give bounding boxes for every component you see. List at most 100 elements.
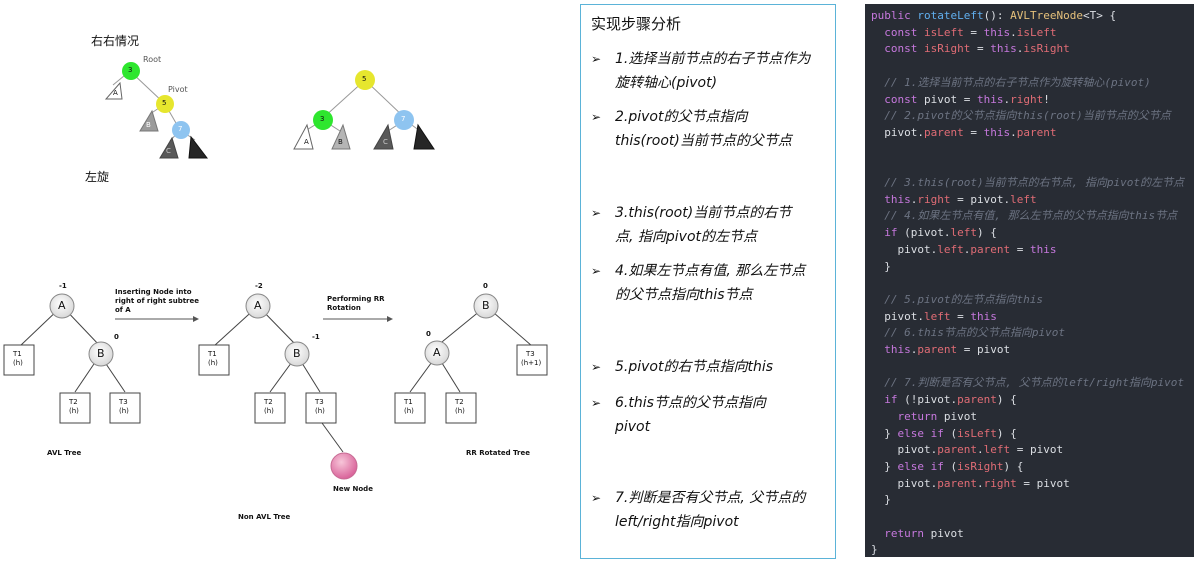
- insert-text-2: right of right subtree: [115, 297, 200, 305]
- avl-t2-h: (h): [69, 407, 79, 415]
- code-line: // 1.选择当前节点的右子节点作为旋转轴心(pivot): [871, 75, 1151, 89]
- insert-text-1: Inserting Node into: [115, 288, 192, 296]
- code-line: if (!pivot.parent) {: [884, 393, 1017, 407]
- code-line: return pivot: [884, 526, 964, 540]
- code-line: // 6.this节点的父节点指向pivot: [871, 326, 1065, 340]
- rot-node-b: B: [482, 299, 490, 312]
- code-line: this.right = pivot.left: [884, 192, 1037, 206]
- step-line-2: 旋转轴心(pivot): [615, 75, 718, 91]
- avl-t2: T2: [69, 398, 78, 406]
- code-line: pivot.parent.left = pivot: [871, 443, 1064, 457]
- root-label: Root: [143, 55, 162, 64]
- rotation-text-2: Rotation: [327, 304, 361, 312]
- non-avl-t3: T3: [315, 398, 324, 406]
- arrow-bullet-icon: ➢: [591, 360, 602, 374]
- non-avl-tree: [198, 293, 358, 480]
- node-5-label: 5: [162, 99, 167, 107]
- node-3-label: 3: [128, 66, 133, 74]
- non-avl-t2: T2: [264, 398, 273, 406]
- arrow-bullet-icon: ➢: [591, 52, 602, 66]
- subtree-b-triangle: [139, 109, 159, 132]
- subtree-c-triangle: [159, 136, 179, 159]
- code-line: pivot.parent.right = pivot: [871, 476, 1070, 490]
- steps-panel: 实现步骤分析 ➢ 1.选择当前节点的右子节点作为 旋转轴心(pivot) ➢ 2…: [580, 4, 836, 559]
- step-line-1: 4.如果左节点有值, 那么左节点: [615, 263, 806, 279]
- code-line: const pivot = this.right!: [884, 92, 1050, 106]
- code-line: return pivot: [897, 409, 978, 423]
- rot-t2: T2: [455, 398, 464, 406]
- subtree-c-label: C: [166, 147, 171, 155]
- node-7-label: 7: [178, 125, 183, 133]
- steps-title: 实现步骤分析: [591, 15, 682, 33]
- step-item: ➢ 2.pivot的父节点指向 this(root)当前节点的父节点: [591, 105, 827, 153]
- avl-bf-b: 0: [114, 333, 119, 341]
- code-line: pivot.left.parent = this: [871, 242, 1057, 256]
- node-5: [156, 95, 174, 113]
- step-item: ➢ 5.pivot的右节点指向this: [591, 355, 827, 379]
- avl-t1-h: (h): [13, 359, 23, 367]
- node-3: [122, 62, 140, 80]
- avl-t3-h: (h): [119, 407, 129, 415]
- rotation-text-1: Performing RR: [327, 295, 385, 303]
- code-line: // 2.pivot的父节点指向this(root)当前节点的父节点: [871, 109, 1171, 123]
- rot-t1: T1: [404, 398, 413, 406]
- arrow-bullet-icon: ➢: [591, 206, 602, 220]
- non-avl-caption: Non AVL Tree: [238, 513, 291, 521]
- non-avl-t1-h: (h): [208, 359, 218, 367]
- rot-t3-h: (h+1): [521, 359, 542, 367]
- rot-t1-h: (h): [404, 407, 414, 415]
- avl-caption: AVL Tree: [47, 449, 82, 457]
- code-line: if (pivot.left) {: [884, 226, 997, 240]
- subtree-d-triangle: [188, 135, 209, 159]
- rr-rotated-tree: [394, 293, 548, 424]
- step-line-2: this(root)当前节点的父节点: [615, 133, 792, 149]
- rot-node-5-label: 5: [362, 75, 367, 83]
- subtree-b-label: B: [146, 121, 151, 129]
- step-item: ➢ 1.选择当前节点的右子节点作为 旋转轴心(pivot): [591, 47, 827, 95]
- step-line-2: 点, 指向pivot的左节点: [615, 229, 758, 245]
- avl-node-b: B: [97, 347, 105, 360]
- step-line-2: 的父节点指向this节点: [615, 287, 753, 303]
- step-item: ➢ 6.this节点的父节点指向 pivot: [591, 391, 827, 439]
- step-line-2: pivot: [615, 419, 651, 435]
- non-avl-t1: T1: [208, 350, 217, 358]
- avl-t1: T1: [13, 350, 22, 358]
- subtree-a-triangle: [104, 81, 123, 100]
- code-line: }: [871, 493, 891, 507]
- rotate-label: 左旋: [85, 170, 110, 184]
- avl-t3: T3: [119, 398, 128, 406]
- code-line: public rotateLeft(): AVLTreeNode<T> {: [871, 9, 1117, 22]
- code-line: }: [871, 543, 878, 557]
- code-line: pivot.parent = this.parent: [871, 125, 1057, 139]
- step-line-1: 3.this(root)当前节点的右节: [615, 205, 792, 221]
- step-line-2: left/right指向pivot: [615, 514, 739, 530]
- rot-node-7-label: 7: [401, 115, 406, 123]
- non-avl-bf-b: -1: [312, 333, 320, 341]
- rot-bf-a: 0: [426, 330, 431, 338]
- new-node-label: New Node: [333, 485, 373, 493]
- tree-diagram-canvas: [3, 62, 548, 480]
- code-editor[interactable]: public rotateLeft(): AVLTreeNode<T> { co…: [865, 4, 1194, 557]
- rotated-tree: [293, 70, 435, 150]
- subtree-a-label: A: [113, 89, 118, 97]
- code-line: // 5.pivot的左节点指向this: [871, 292, 1043, 306]
- avl-node-a: A: [58, 299, 66, 312]
- rot-t3: T3: [526, 350, 535, 358]
- rot-subtree-a-label: A: [304, 138, 309, 146]
- non-avl-t2-h: (h): [264, 407, 274, 415]
- code-line: // 4.如果左节点有值, 那么左节点的父节点指向this节点: [871, 209, 1178, 223]
- code-line: }: [871, 259, 891, 273]
- non-avl-bf-a: -2: [255, 282, 263, 290]
- step-line-1: 7.判断是否有父节点, 父节点的: [615, 490, 806, 506]
- step-item: ➢ 7.判断是否有父节点, 父节点的 left/right指向pivot: [591, 486, 827, 534]
- code-line: const isRight = this.isRight: [884, 42, 1070, 56]
- code-line: // 3.this(root)当前节点的右节点, 指向pivot的左节点: [871, 176, 1184, 189]
- arrow-bullet-icon: ➢: [591, 491, 602, 505]
- step-line-1: 6.this节点的父节点指向: [615, 395, 766, 411]
- code-line: this.parent = pivot: [884, 343, 1011, 356]
- non-avl-t3-h: (h): [315, 407, 325, 415]
- arrow-bullet-icon: ➢: [591, 110, 602, 124]
- step-line-1: 1.选择当前节点的右子节点作为: [615, 51, 811, 67]
- avl-bf-a: -1: [59, 282, 67, 290]
- code-line: // 7.判断是否有父节点, 父节点的left/right指向pivot: [871, 376, 1184, 390]
